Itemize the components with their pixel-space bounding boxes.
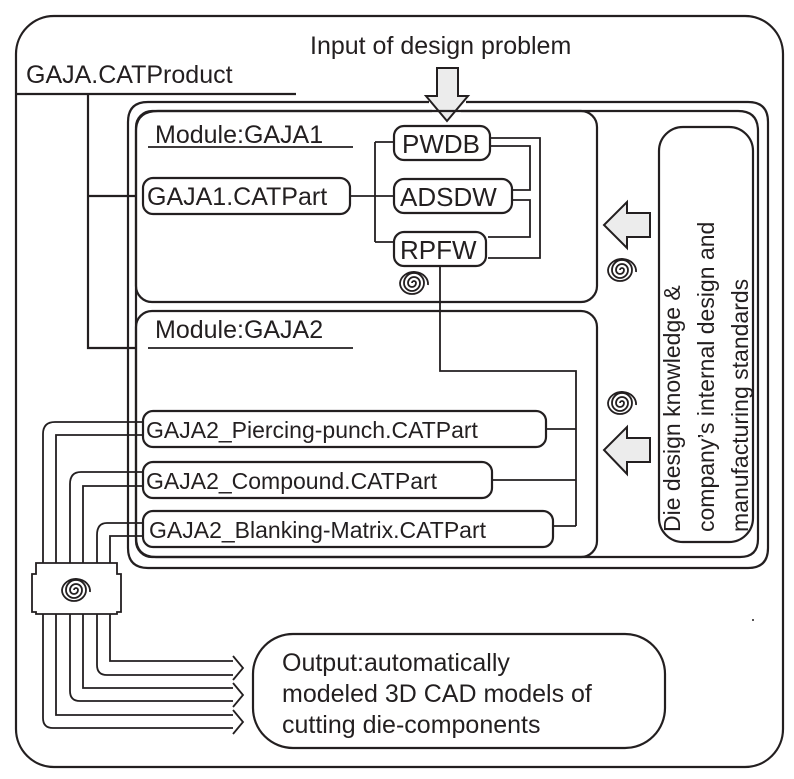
- down-arrow-icon: [423, 67, 471, 123]
- blanking-route: [96, 522, 143, 563]
- rpfw-to-module2-link: [439, 266, 577, 526]
- workflow-label-pwdb: PWDB: [402, 129, 480, 159]
- module2-part-label-compound: GAJA2_Compound.CATPart: [146, 468, 438, 494]
- piercing-route: [42, 421, 143, 563]
- knowledge-line-3: manufacturing standards: [727, 279, 753, 532]
- module1-title: Module:GAJA1: [155, 121, 323, 149]
- right-arrow-icon: [232, 682, 245, 708]
- workflow-node-pwdb: [392, 124, 492, 162]
- spiral-icon: [61, 578, 91, 602]
- output-line-3: cutting die-components: [282, 711, 540, 739]
- output-route-4: [69, 614, 233, 702]
- middle-frame-outer: [126, 100, 770, 570]
- output-route-1: [109, 614, 233, 662]
- spiral-icon: [607, 391, 637, 415]
- product-label: GAJA.CATProduct: [26, 61, 233, 89]
- spiral-icon: [607, 258, 637, 282]
- processor-box: [31, 562, 122, 615]
- module1-box: [134, 109, 599, 304]
- workflow-node-adsdw: [392, 177, 514, 215]
- outer-frame: [14, 14, 785, 769]
- workflow-label-rpfw: RPFW: [400, 235, 477, 265]
- knowledge-text: Die design knowledge & company’s interna…: [659, 222, 753, 532]
- module2-title: Module:GAJA2: [155, 316, 323, 344]
- spiral-icon: [399, 271, 429, 295]
- output-route-2: [96, 614, 233, 676]
- output-route-3: [82, 614, 233, 689]
- module2-part-label-piercing: GAJA2_Piercing-punch.CATPart: [146, 417, 479, 443]
- output-route-5: [55, 614, 233, 716]
- workflow-right-links: [488, 137, 541, 259]
- product-tree-connector: [86, 94, 136, 350]
- module2-part-label-blanking: GAJA2_Blanking-Matrix.CATPart: [149, 517, 487, 543]
- module2-box: [134, 309, 599, 559]
- output-line-2: modeled 3D CAD models of: [282, 680, 592, 708]
- left-arrow-icon: [602, 199, 651, 251]
- output-route-6: [42, 614, 233, 729]
- module1-part-label: GAJA1.CATPart: [147, 183, 327, 211]
- knowledge-box: [657, 125, 755, 544]
- left-arrow-icon: [602, 424, 651, 477]
- output-box: [251, 632, 667, 750]
- module2-part-node-blanking: [141, 509, 555, 549]
- output-line-1: Output:automatically: [282, 649, 510, 677]
- workflow-tree: [374, 141, 394, 243]
- knowledge-line-2: company’s internal design and: [693, 222, 719, 532]
- right-arrow-icon: [232, 655, 245, 681]
- knowledge-line-1: Die design knowledge &: [659, 285, 685, 532]
- workflow-label-adsdw: ADSDW: [400, 182, 497, 212]
- input-label: Input of design problem: [310, 32, 571, 60]
- compound-route: [69, 471, 143, 563]
- stray-dot: [752, 619, 754, 621]
- right-arrow-icon: [232, 709, 245, 735]
